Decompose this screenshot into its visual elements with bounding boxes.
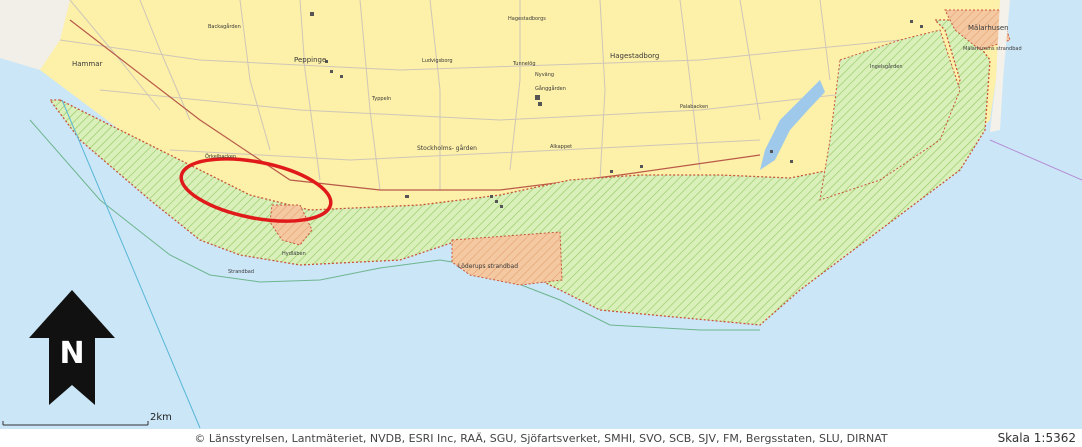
malarhusen-area <box>944 9 1011 51</box>
place-label-small: Ingelsgården <box>870 63 903 70</box>
place-label-small: Hydläben <box>282 251 306 257</box>
scale-ratio: Skala 1:5362 <box>997 431 1076 445</box>
beach-west <box>0 0 70 70</box>
place-label-peppinge: Peppinge <box>294 56 326 64</box>
main-road <box>69 19 761 191</box>
place-label-small: Hagestadborgs <box>508 16 546 22</box>
sea-boundary <box>29 119 760 331</box>
road-network <box>59 0 901 191</box>
scale-bar: 2km <box>2 412 172 426</box>
place-label-small: Örkelbacken <box>205 153 236 160</box>
place-label-small: Nyväng <box>535 72 554 78</box>
place-label-small: Mälarhusens strandbad <box>963 46 1022 52</box>
copyright-text: © Länsstyrelsen, Lantmäteriet, NVDB, ESR… <box>194 432 888 445</box>
north-arrow-letter: N <box>59 336 84 371</box>
north-arrow-icon <box>29 290 115 405</box>
place-label-small: Gånggården <box>535 85 566 92</box>
place-label-stockholmsgarden: Stockholms- gården <box>417 145 477 152</box>
lake <box>760 80 825 170</box>
coastline-east <box>990 0 1010 132</box>
boundary-line <box>61 99 201 429</box>
place-label-small: Backagården <box>208 23 241 30</box>
place-label-small: Typpeln <box>371 96 391 102</box>
place-label-hagestadborg: Hagestadborg <box>610 52 659 60</box>
highlight-ellipse <box>179 157 333 223</box>
boundary-line-east <box>989 139 1082 181</box>
place-label-small: Tunnelög <box>512 61 536 67</box>
place-label-small: Palabacken <box>680 104 708 110</box>
place-label-malarhusen: Mälarhusen <box>968 24 1009 32</box>
north-arrow: N <box>29 290 115 405</box>
place-label-small: Ludvigsborg <box>422 58 453 64</box>
loderups-area <box>451 231 563 286</box>
map-footer <box>0 429 1082 447</box>
reserve-east <box>819 29 961 201</box>
place-label-hammar: Hammar <box>72 60 102 68</box>
place-label-small: Alkappet <box>550 144 572 150</box>
buildings <box>310 12 923 208</box>
scale-bar-label: 2km <box>150 412 172 423</box>
place-label-loderups: Löderups strandbad <box>458 263 518 270</box>
place-label-small: Strandbad <box>228 269 254 275</box>
orange-area-west <box>269 204 313 246</box>
